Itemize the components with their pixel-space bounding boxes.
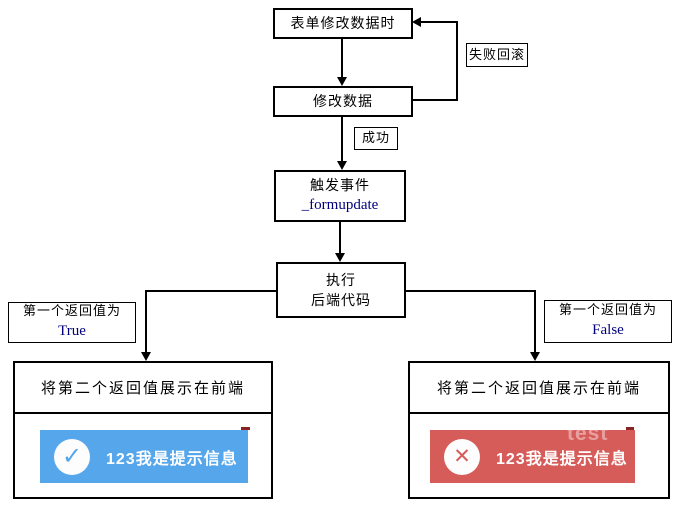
x-circle-icon: ✕ bbox=[444, 438, 480, 475]
node-execute-backend-line1: 执行 bbox=[326, 271, 356, 288]
connector-modify-trigger bbox=[341, 117, 343, 162]
node-trigger-event: 触发事件 _formupdate bbox=[274, 170, 406, 222]
connector-branch-left-horizontal bbox=[146, 290, 276, 292]
connector-rollback-vertical bbox=[456, 21, 458, 101]
toast-success: ✓ 123我是提示信息 bbox=[40, 430, 248, 483]
watermark-artifact bbox=[241, 427, 250, 430]
node-execute-backend-line2: 后端代码 bbox=[311, 292, 371, 308]
toast-error: ✕ 123我是提示信息 bbox=[430, 430, 635, 483]
arrow-head-down-icon bbox=[141, 352, 151, 361]
label-branch-true: 第一个返回值为 True bbox=[8, 302, 136, 343]
label-branch-false-line2: False bbox=[592, 322, 624, 339]
label-success-text: 成功 bbox=[361, 130, 390, 146]
connector-start-modify bbox=[341, 38, 343, 78]
label-success: 成功 bbox=[354, 127, 398, 150]
toast-error-message: 123我是提示信息 bbox=[496, 450, 628, 468]
arrow-head-down-icon bbox=[337, 77, 347, 86]
arrow-head-down-icon bbox=[335, 253, 345, 262]
toast-success-message: 123我是提示信息 bbox=[106, 450, 238, 468]
node-trigger-event-line2: _formupdate bbox=[301, 197, 379, 214]
watermark-text: test bbox=[567, 422, 609, 445]
label-rollback: 失败回滚 bbox=[466, 43, 528, 67]
arrow-head-down-icon bbox=[337, 161, 347, 170]
watermark-artifact bbox=[626, 427, 634, 430]
label-branch-true-line2: True bbox=[58, 323, 86, 340]
connector-rollback-bottom bbox=[412, 99, 458, 101]
connector-trigger-execute bbox=[339, 222, 341, 254]
label-branch-false-line1: 第一个返回值为 bbox=[558, 302, 657, 318]
label-branch-true-line1: 第一个返回值为 bbox=[22, 303, 121, 319]
node-form-update: 表单修改数据时 bbox=[273, 8, 413, 39]
connector-branch-left-vertical bbox=[145, 290, 147, 353]
label-rollback-text: 失败回滚 bbox=[468, 46, 525, 62]
result-box-true-title: 将第二个返回值展示在前端 bbox=[15, 363, 271, 414]
node-modify-data-label: 修改数据 bbox=[313, 93, 373, 110]
result-box-false-title: 将第二个返回值展示在前端 bbox=[410, 363, 668, 414]
label-branch-false: 第一个返回值为 False bbox=[544, 300, 672, 343]
connector-branch-right-horizontal bbox=[406, 290, 536, 292]
connector-branch-right-vertical bbox=[534, 290, 536, 353]
node-trigger-event-line1: 触发事件 bbox=[310, 176, 370, 193]
node-execute-backend: 执行 后端代码 bbox=[276, 262, 406, 318]
node-form-update-label: 表单修改数据时 bbox=[290, 15, 396, 32]
connector-rollback-top bbox=[421, 21, 458, 23]
arrow-head-left-icon bbox=[412, 17, 421, 27]
check-circle-icon: ✓ bbox=[54, 438, 90, 475]
node-modify-data: 修改数据 bbox=[273, 86, 413, 117]
arrow-head-down-icon bbox=[530, 352, 540, 361]
